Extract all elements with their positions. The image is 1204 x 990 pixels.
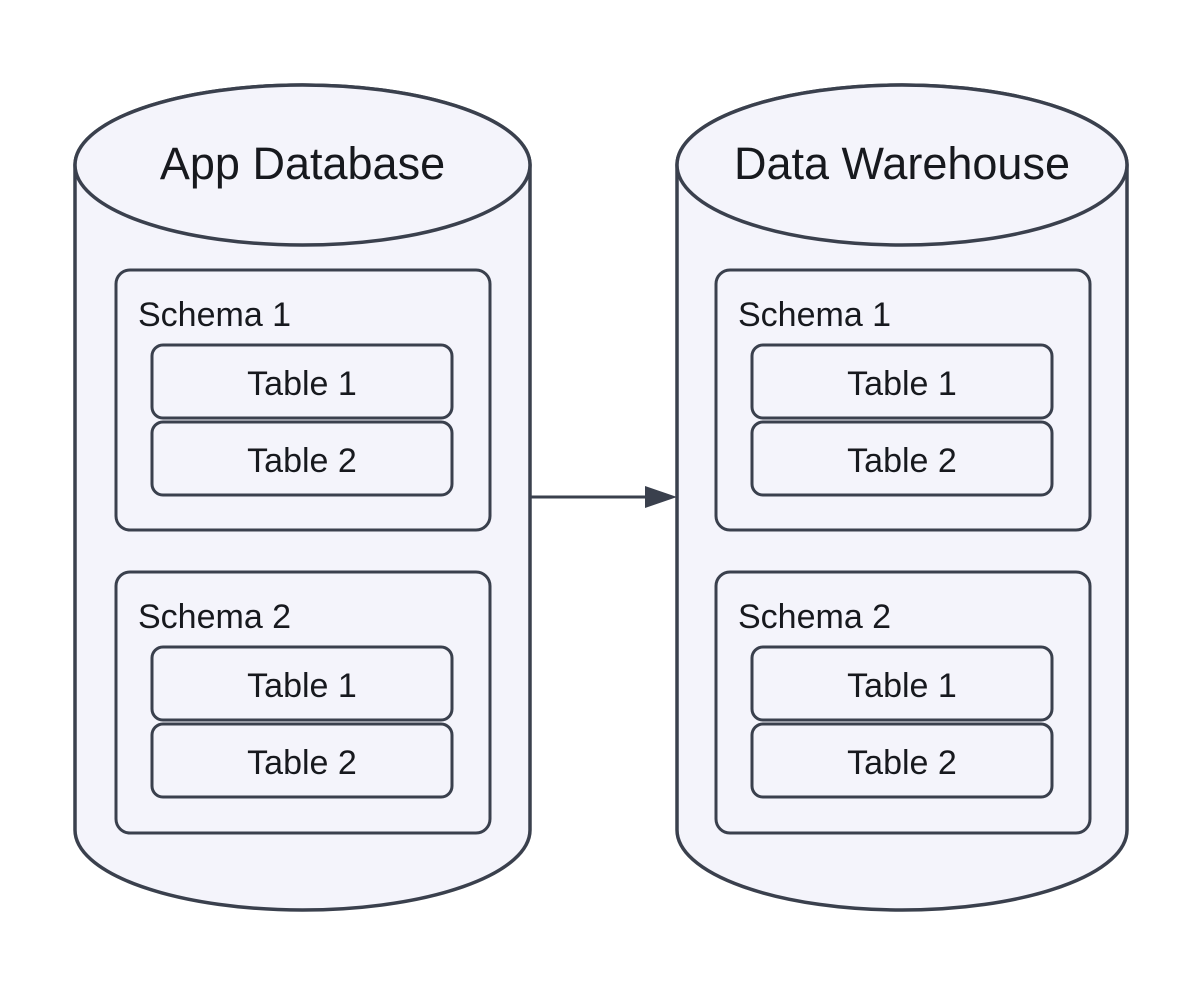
table-box [150,343,454,420]
table-label: Table 1 [847,667,957,705]
table-box [750,722,1054,799]
data-warehouse-title: Data Warehouse [734,138,1070,189]
table-box [750,343,1054,420]
schema-label: Schema 1 [138,296,291,334]
table-label: Table 2 [247,744,357,782]
table-box [150,645,454,722]
sync-arrow [530,486,677,508]
table-box [750,645,1054,722]
table-label: Table 1 [247,667,357,705]
table-label: Table 2 [247,442,357,480]
data-warehouse-cylinder: Data Warehouse Schema 1 Table 1 Table 2 … [675,83,1129,912]
app-database-schema-1: Schema 1 Table 1 Table 2 [114,268,492,532]
table-label: Table 1 [847,365,957,403]
schema-label: Schema 2 [738,598,891,636]
table-label: Table 2 [847,442,957,480]
table-label: Table 1 [247,365,357,403]
sync-arrow-head-icon [645,486,677,508]
table-box [150,722,454,799]
data-warehouse-cylinder-rim [675,83,1129,247]
app-database-title: App Database [160,138,445,189]
schema-label: Schema 1 [738,296,891,334]
table-box [750,420,1054,497]
data-warehouse-schema-1: Schema 1 Table 1 Table 2 [714,268,1092,532]
app-database-cylinder: App Database Schema 1 Table 1 Table 2 Sc… [73,83,532,912]
data-warehouse-schema-2: Schema 2 Table 1 Table 2 [714,570,1092,835]
table-box [150,420,454,497]
schema-label: Schema 2 [138,598,291,636]
app-database-cylinder-rim [73,83,532,247]
app-database-schema-2: Schema 2 Table 1 Table 2 [114,570,492,835]
table-label: Table 2 [847,744,957,782]
